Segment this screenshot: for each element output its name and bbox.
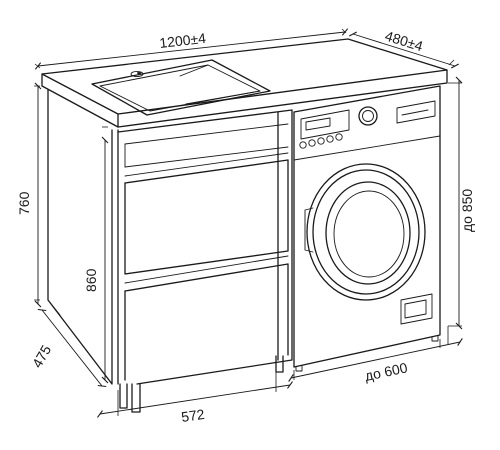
sink-basin [91, 59, 271, 116]
dim-full-height-label: 860 [83, 268, 99, 292]
dim-cabinet-width-label: 572 [180, 406, 206, 425]
dim-cabinet-depth-label: 475 [29, 342, 55, 370]
cabinet-body [47, 89, 293, 413]
dim-top-width-label: 1200±4 [159, 30, 207, 51]
dimension-lines [34, 28, 463, 418]
washing-machine [293, 85, 441, 372]
dim-washer-height-label: до 850 [459, 189, 475, 232]
dim-washer-width-label: до 600 [363, 359, 409, 384]
dim-cabinet-height-label: 760 [16, 191, 32, 215]
